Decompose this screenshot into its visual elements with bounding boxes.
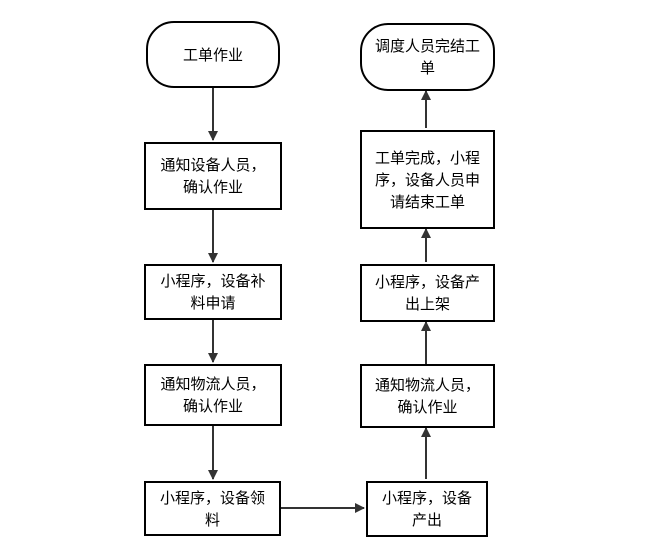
flow-node-equipment-pick: 小程序，设备领料 bbox=[144, 481, 281, 536]
flow-node-equipment-output-label: 小程序，设备产出 bbox=[381, 489, 472, 529]
flow-node-notify-logistics-1-label: 通知物流人员，确认作业 bbox=[160, 375, 266, 415]
flow-node-notify-logistics-1: 通知物流人员，确认作业 bbox=[144, 364, 282, 426]
flow-node-output-shelving: 小程序，设备产出上架 bbox=[360, 264, 495, 322]
flow-node-output-shelving-label: 小程序，设备产出上架 bbox=[374, 273, 480, 313]
flow-node-equipment-pick-label: 小程序，设备领料 bbox=[159, 488, 265, 529]
flow-node-start: 工单作业 bbox=[146, 21, 280, 88]
flow-node-notify-logistics-2: 通知物流人员，确认作业 bbox=[360, 364, 495, 428]
flow-node-equipment-output: 小程序，设备产出 bbox=[366, 481, 488, 537]
flow-node-order-complete-label: 工单完成，小程序，设备人员申请结束工单 bbox=[374, 148, 480, 211]
flow-node-start-label: 工单作业 bbox=[182, 45, 243, 64]
flow-node-end-label: 调度人员完结工单 bbox=[374, 37, 480, 77]
flow-node-notify-equipment: 通知设备人员，确认作业 bbox=[144, 142, 282, 210]
flow-node-order-complete: 工单完成，小程序，设备人员申请结束工单 bbox=[360, 130, 495, 229]
flow-node-notify-equipment-label: 通知设备人员，确认作业 bbox=[160, 156, 266, 196]
flow-node-notify-logistics-2-label: 通知物流人员，确认作业 bbox=[374, 376, 480, 416]
flow-node-end: 调度人员完结工单 bbox=[360, 23, 495, 91]
flow-node-material-request: 小程序，设备补料申请 bbox=[144, 264, 282, 320]
flow-node-material-request-label: 小程序，设备补料申请 bbox=[160, 272, 266, 312]
